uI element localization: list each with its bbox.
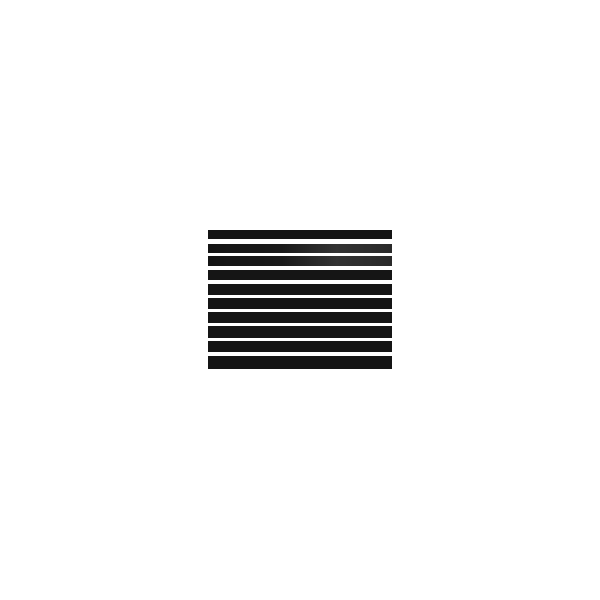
- stripe: [208, 326, 392, 338]
- stripe: [208, 256, 392, 266]
- stripe: [208, 270, 392, 280]
- stripe: [208, 244, 392, 253]
- striped-swatch: [208, 230, 392, 369]
- stripe: [208, 298, 392, 309]
- stripe: [208, 312, 392, 323]
- stripe: [208, 356, 392, 369]
- stripe: [208, 230, 392, 239]
- stripe: [208, 341, 392, 352]
- stripe: [208, 284, 392, 295]
